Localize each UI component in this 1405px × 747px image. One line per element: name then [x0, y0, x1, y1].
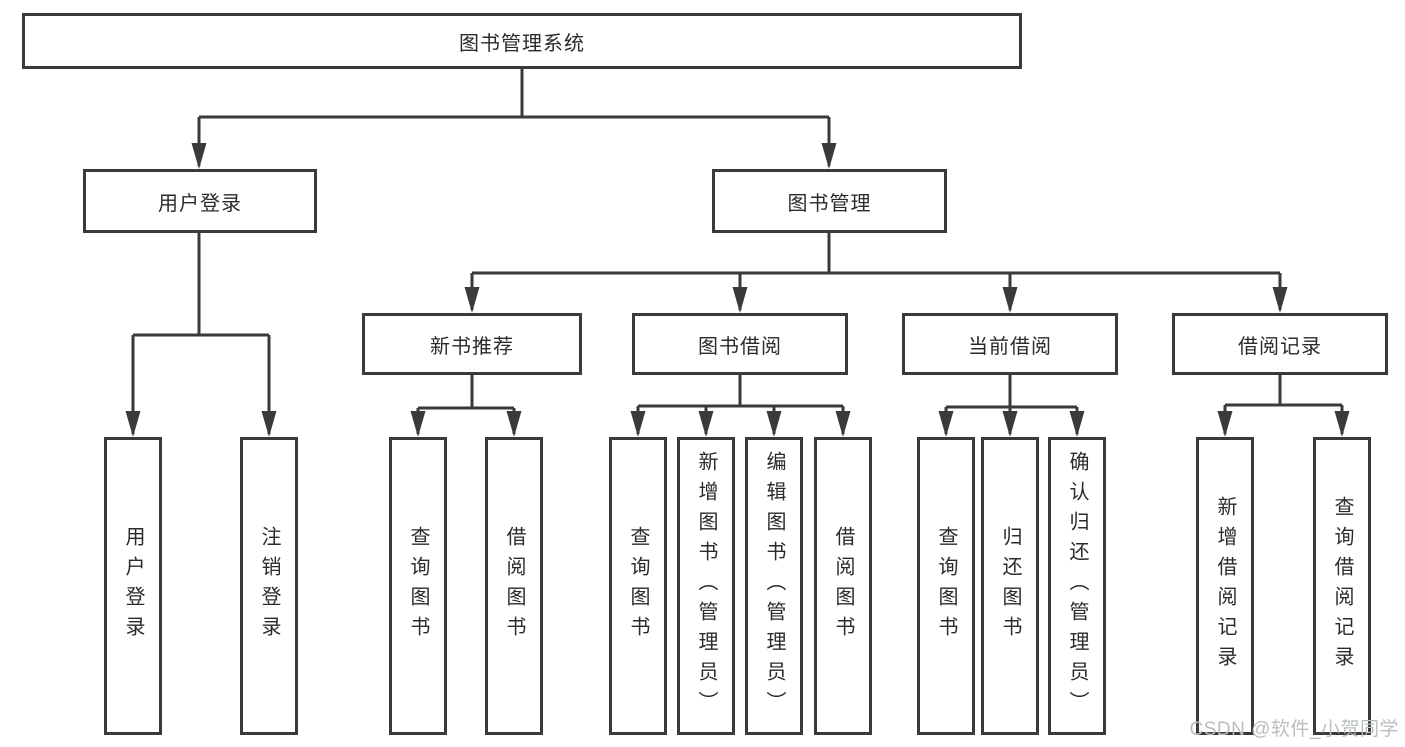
leaf-confirm-return-admin: 确认归还（管理员）	[1048, 437, 1106, 735]
arrowhead	[821, 143, 837, 169]
node-book-borrow-label: 图书借阅	[698, 335, 782, 358]
leaf-borrow-books: 借阅图书	[485, 437, 543, 735]
node-new-book-recommend: 新书推荐	[362, 313, 582, 375]
leaf-logout-login: 注销登录	[240, 437, 298, 735]
node-borrow-records-label: 借阅记录	[1238, 335, 1322, 358]
leaf-query-books: 查询图书	[609, 437, 667, 735]
leaf-return-books: 归还图书	[981, 437, 1039, 735]
connector-newbook-to-leaves	[416, 375, 516, 434]
node-book-borrow: 图书借阅	[632, 313, 848, 375]
leaf-add-book-admin-label: 新增图书（管理员）	[695, 451, 717, 721]
leaf-return-books-label: 归还图书	[999, 526, 1021, 646]
arrowhead	[261, 411, 277, 437]
node-book-management-label: 图书管理	[787, 192, 872, 215]
arrowhead	[1069, 411, 1085, 437]
leaf-logout-login-label: 注销登录	[258, 526, 280, 646]
leaf-query-books-label: 查询图书	[935, 526, 957, 646]
leaf-query-books-label: 查询图书	[627, 526, 649, 646]
arrowhead	[410, 411, 426, 437]
leaf-query-books: 查询图书	[917, 437, 975, 735]
node-current-borrow: 当前借阅	[902, 313, 1118, 375]
arrowhead	[1272, 287, 1288, 313]
arrowhead	[766, 411, 782, 437]
watermark: CSDN @软件_小贺同学	[1189, 719, 1399, 740]
connector-root-to-level2	[197, 68, 831, 166]
leaf-confirm-return-admin-label: 确认归还（管理员）	[1066, 451, 1088, 721]
connector-bookborrow-to-leaves	[636, 375, 845, 434]
arrowhead	[732, 287, 748, 313]
arrowhead	[938, 411, 954, 437]
leaf-add-borrow-record: 新增借阅记录	[1196, 437, 1254, 735]
leaf-edit-book-admin: 编辑图书（管理员）	[745, 437, 803, 735]
arrowhead	[698, 411, 714, 437]
arrowhead	[630, 411, 646, 437]
leaf-edit-book-admin-label: 编辑图书（管理员）	[763, 451, 785, 721]
node-book-management: 图书管理	[712, 169, 947, 233]
leaf-query-books-label: 查询图书	[407, 526, 429, 646]
node-borrow-records: 借阅记录	[1172, 313, 1388, 375]
leaf-query-books: 查询图书	[389, 437, 447, 735]
leaf-user-login-label: 用户登录	[122, 526, 144, 646]
leaf-user-login: 用户登录	[104, 437, 162, 735]
leaf-borrow-books: 借阅图书	[814, 437, 872, 735]
node-new-book-recommend-label: 新书推荐	[430, 335, 514, 358]
arrowhead	[1217, 411, 1233, 437]
node-user-login-label: 用户登录	[158, 192, 242, 215]
arrowhead	[191, 143, 207, 169]
node-current-borrow-label: 当前借阅	[968, 335, 1052, 358]
arrowheads	[125, 143, 1350, 437]
arrowhead	[125, 411, 141, 437]
leaf-query-borrow-record-label: 查询借阅记录	[1331, 496, 1353, 676]
node-root-system: 图书管理系统	[22, 13, 1022, 69]
connector-userlogin-to-leaves	[131, 233, 271, 434]
arrowhead	[835, 411, 851, 437]
leaf-query-borrow-record: 查询借阅记录	[1313, 437, 1371, 735]
leaf-add-borrow-record-label: 新增借阅记录	[1214, 496, 1236, 676]
leaf-borrow-books-label: 借阅图书	[832, 526, 854, 646]
leaf-borrow-books-label: 借阅图书	[503, 526, 525, 646]
leaf-add-book-admin: 新增图书（管理员）	[677, 437, 735, 735]
arrowhead	[506, 411, 522, 437]
node-user-login: 用户登录	[83, 169, 317, 233]
arrowhead	[1334, 411, 1350, 437]
arrowhead	[1002, 411, 1018, 437]
connector-bookmgmt-to-level3	[470, 233, 1282, 310]
node-root-label: 图书管理系统	[459, 32, 585, 55]
arrowhead	[1002, 287, 1018, 313]
connector-borrowrecords-to-leaves	[1223, 375, 1344, 434]
arrowhead	[464, 287, 480, 313]
